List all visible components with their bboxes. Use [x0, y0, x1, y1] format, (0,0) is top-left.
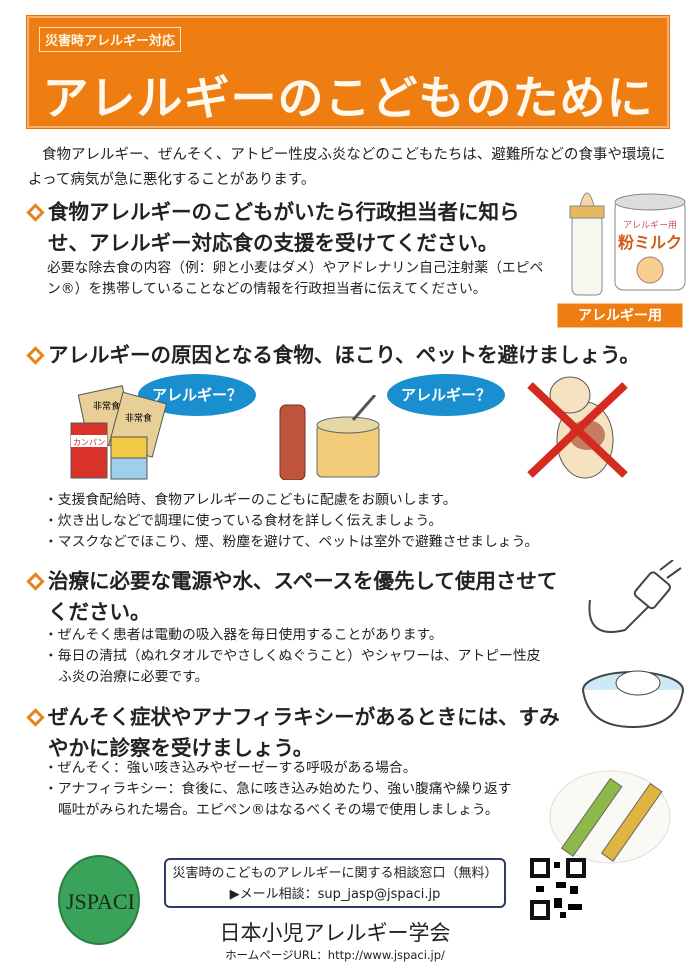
heading-text: アレルギーの原因となる食物、ほこり、ペットを避けましょう。 [48, 343, 640, 367]
power-plug-icon [588, 560, 682, 633]
emergency-food-illustration: 非常食 非常食 カンパン [70, 385, 168, 480]
speech-bubble: アレルギー？ [138, 374, 256, 416]
baby-bottle-milk-can-illustration: アレルギー用 粉ミルク [569, 192, 686, 296]
diamond-bullet-icon [26, 346, 45, 365]
allergy-badge: アレルギー用 [557, 303, 683, 328]
header-banner: 災害時アレルギー対応 アレルギーのこどものために [27, 16, 669, 128]
bullet-item: ・炊き出しなどで調理に使っている食材を詳しく伝えましょう。 [44, 513, 443, 529]
section-2-heading: アレルギーの原因となる食物、ほこり、ペットを避けましょう。 [26, 340, 668, 371]
qr-code[interactable] [530, 858, 586, 920]
no-pets-dog-illustration [527, 376, 628, 479]
epipen-illustration [549, 770, 671, 864]
section-1-body: 必要な除去食の内容（例：卵と小麦はダメ）やアドレナリン自己注射薬（エピペン®）を… [47, 260, 544, 297]
diamond-bullet-icon [26, 708, 45, 727]
section-3-heading: 治療に必要な電源や水、スペースを優先して使用させてください。 [26, 566, 573, 628]
food-label: カンパン [73, 438, 105, 447]
bullet-item: ・マスクなどでほこり、煙、粉塵を避けて、ペットは室外で避難させましょう。 [44, 534, 539, 550]
diamond-bullet-icon [26, 572, 45, 591]
section-4-bullets: ・ぜんそく：強い咳き込みやゼーゼーする呼吸がある場合。 ・アナフィラキシー：食後… [44, 758, 524, 821]
section-1-heading: 食物アレルギーのこどもがいたら行政担当者に知らせ、アレルギー対応食の支援を受けて… [26, 197, 558, 259]
bullet-item: ・ぜんそく患者は電動の吸入器を毎日使用することがあります。 [44, 627, 443, 643]
section-4-heading: ぜんそく症状やアナフィラキシーがあるときには、すみやかに診察を受けましょう。 [26, 702, 573, 764]
heading-text: 食物アレルギーのこどもがいたら行政担当者に知らせ、アレルギー対応食の支援を受けて… [48, 200, 520, 255]
section-3-bullets: ・ぜんそく患者は電動の吸入器を毎日使用することがあります。 ・毎日の清拭（ぬれタ… [44, 625, 549, 688]
organization-name: 日本小児アレルギー学会 [219, 921, 451, 945]
consultation-box: 災害時のこどものアレルギーに関する相談窓口（無料） ▶メール相談：sup_jas… [164, 858, 506, 908]
intro-text: 食物アレルギー、ぜんそく、アトピー性皮ふ炎などのこどもたちは、避難所などの食事や… [28, 147, 666, 188]
contact-email[interactable]: ▶メール相談：sup_jasp@jspaci.jp [229, 887, 441, 902]
food-label: 非常食 [125, 412, 152, 424]
bullet-item: ・支援食配給時、食物アレルギーのこどもに配慮をお願いします。 [44, 492, 457, 508]
jspaci-logo: JSPACI [58, 855, 140, 945]
can-small-label: アレルギー用 [623, 220, 677, 231]
bullet-item: ・ぜんそく：強い咳き込みやゼーゼーする呼吸がある場合。 [44, 760, 417, 776]
diamond-bullet-icon [26, 203, 45, 222]
contact-title: 災害時のこどものアレルギーに関する相談窓口（無料） [172, 866, 498, 881]
section-2-bullets: ・支援食配給時、食物アレルギーのこどもに配慮をお願いします。 ・炊き出しなどで調… [44, 490, 644, 553]
bullet-item: ・毎日の清拭（ぬれタオルでやさしくぬぐうこと）やシャワーは、アトピー性皮ふ炎の治… [44, 648, 541, 685]
page-title: アレルギーのこどものために [42, 71, 654, 125]
food-label: 非常食 [93, 400, 120, 412]
homepage-url[interactable]: ホームページURL：http://www.jspaci.jp/ [225, 948, 445, 962]
cooking-pot-illustration [279, 395, 380, 480]
can-label: 粉ミルク [618, 233, 682, 252]
header-tag: 災害時アレルギー対応 [39, 27, 182, 52]
heading-text: ぜんそく症状やアナフィラキシーがあるときには、すみやかに診察を受けましょう。 [48, 705, 560, 760]
bullet-item: ・アナフィラキシー：食後に、急に咳き込み始めたり、強い腹痛や繰り返す嘔吐がみられ… [44, 781, 512, 818]
speech-bubble: アレルギー？ [387, 374, 505, 416]
heading-text: 治療に必要な電源や水、スペースを優先して使用させてください。 [48, 569, 558, 624]
washing-basin-illustration [582, 670, 684, 729]
